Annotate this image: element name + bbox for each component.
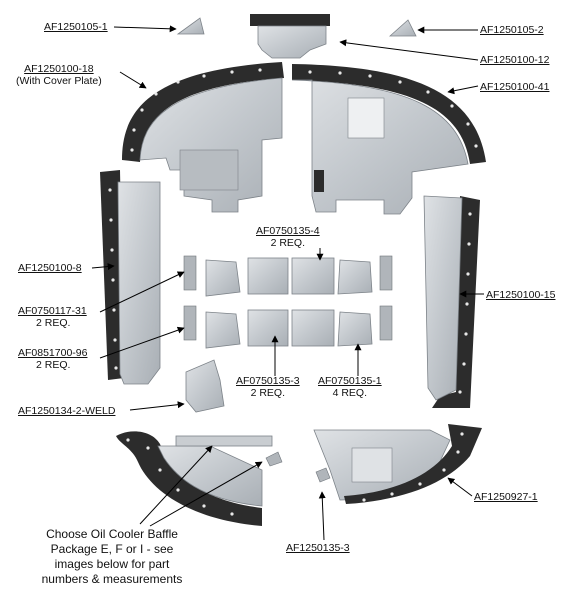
label-af1250100-41: AF1250100-41: [480, 81, 550, 93]
leader-af1250100-8: [91, 263, 115, 271]
leader-af1250100-12: [339, 39, 479, 61]
part-af1250100-15-rubber: [432, 196, 480, 408]
part-af1250100-8-rubber: [100, 170, 124, 380]
label-af0750135-4-qty: 2 REQ.: [270, 237, 306, 249]
part-af0750117-31-clip-b: [379, 255, 393, 291]
part-af1250100-41-metal: [291, 79, 469, 215]
label-af1250100-18-note: (With Cover Plate): [16, 75, 102, 87]
part-af1250100-12-rubber: [250, 14, 330, 26]
part-af1250100-8-metal: [117, 181, 161, 385]
note-line-3: images below for part: [54, 557, 170, 571]
label-af0851700-96-qty: 2 REQ.: [36, 359, 71, 371]
leader-af0851700-96: [99, 326, 185, 359]
part-af1250105-1: [176, 17, 205, 35]
part-lower-left-metal: [157, 445, 263, 507]
label-af1250134-2-weld: AF1250134-2-WELD: [18, 405, 116, 417]
part-af0750135-1-bracket-b: [337, 259, 373, 295]
part-af1250100-15-metal: [423, 195, 463, 401]
part-af1250100-41-window: [347, 97, 385, 139]
leader-af1250100-18: [119, 71, 147, 89]
label-af0851700-96: AF0851700-96 2 REQ.: [18, 347, 88, 371]
leader-note-b: [149, 461, 263, 527]
label-af1250135-3: AF1250135-3: [286, 542, 350, 554]
label-af0750135-1: AF0750135-1 4 REQ.: [318, 375, 382, 399]
part-af0750135-1-bracket-a: [205, 259, 241, 297]
note-line-4: numbers & measurements: [41, 572, 183, 586]
part-af1250100-12-metal: [257, 25, 327, 59]
label-af1250105-1: AF1250105-1: [44, 21, 108, 33]
part-lower-left-clip: [265, 451, 283, 467]
part-af1250100-41-rubber: [292, 64, 486, 164]
leader-note-a: [139, 445, 213, 525]
leader-af1250105-1: [113, 25, 177, 33]
note-line-2: Package E, F or I - see: [50, 542, 174, 556]
part-af1250100-18-box: [179, 149, 239, 191]
part-af0750135-4-plate-b: [291, 257, 335, 295]
part-af0750135-4-plate-a: [247, 257, 289, 295]
part-af0851700-96-clip-a: [183, 305, 197, 341]
leader-af1250134-2-weld: [129, 401, 185, 411]
part-lower-left-bar: [175, 435, 273, 447]
note-line-1: Choose Oil Cooler Baffle: [46, 527, 178, 541]
part-lower-left-rubber: [116, 431, 262, 526]
leader-af1250135-3: [318, 491, 326, 541]
label-af1250100-12: AF1250100-12: [480, 54, 550, 66]
label-af1250105-2: AF1250105-2: [480, 24, 544, 36]
part-af1250134-2-weld: [185, 359, 225, 413]
label-af0750117-31-qty: 2 REQ.: [36, 317, 71, 329]
label-af0750117-31: AF0750117-31 2 REQ.: [18, 305, 87, 329]
label-af0750135-1-qty: 4 REQ.: [332, 387, 368, 399]
part-af1250927-1-panel: [351, 447, 393, 483]
label-af1250100-15: AF1250100-15: [486, 289, 556, 301]
part-af0750135-3-plate-a: [247, 309, 289, 347]
label-af1250100-18: AF1250100-18 (With Cover Plate): [16, 63, 102, 87]
part-af1250100-41-plate: [314, 170, 324, 192]
label-af0750135-4: AF0750135-4 2 REQ.: [256, 225, 320, 249]
part-af0750117-31-clip-a: [183, 255, 197, 291]
label-af0750135-3: AF0750135-3 2 REQ.: [236, 375, 300, 399]
part-af1250100-18-rubber: [122, 62, 284, 162]
leader-af1250927-1: [447, 477, 473, 497]
label-af0750135-3-qty: 2 REQ.: [250, 387, 286, 399]
part-af1250100-18-metal: [139, 77, 283, 213]
oil-cooler-note: Choose Oil Cooler Baffle Package E, F or…: [22, 527, 202, 587]
part-af1250927-1-rubber: [344, 424, 482, 504]
part-af0851700-96-clip-b: [379, 305, 393, 341]
leader-af0750117-31: [99, 271, 185, 313]
part-af0750135-1-bracket-d: [337, 311, 373, 347]
rivets: [108, 68, 478, 516]
label-af1250927-1: AF1250927-1: [474, 491, 538, 503]
part-af0750135-1-bracket-c: [205, 311, 241, 349]
label-af1250100-8: AF1250100-8: [18, 262, 82, 274]
part-af0750135-3-plate-b: [291, 309, 335, 347]
leader-lines: [91, 25, 484, 541]
part-af1250135-3-clip: [315, 467, 331, 483]
leader-af1250100-41: [447, 85, 479, 95]
part-af1250105-2: [388, 19, 417, 37]
